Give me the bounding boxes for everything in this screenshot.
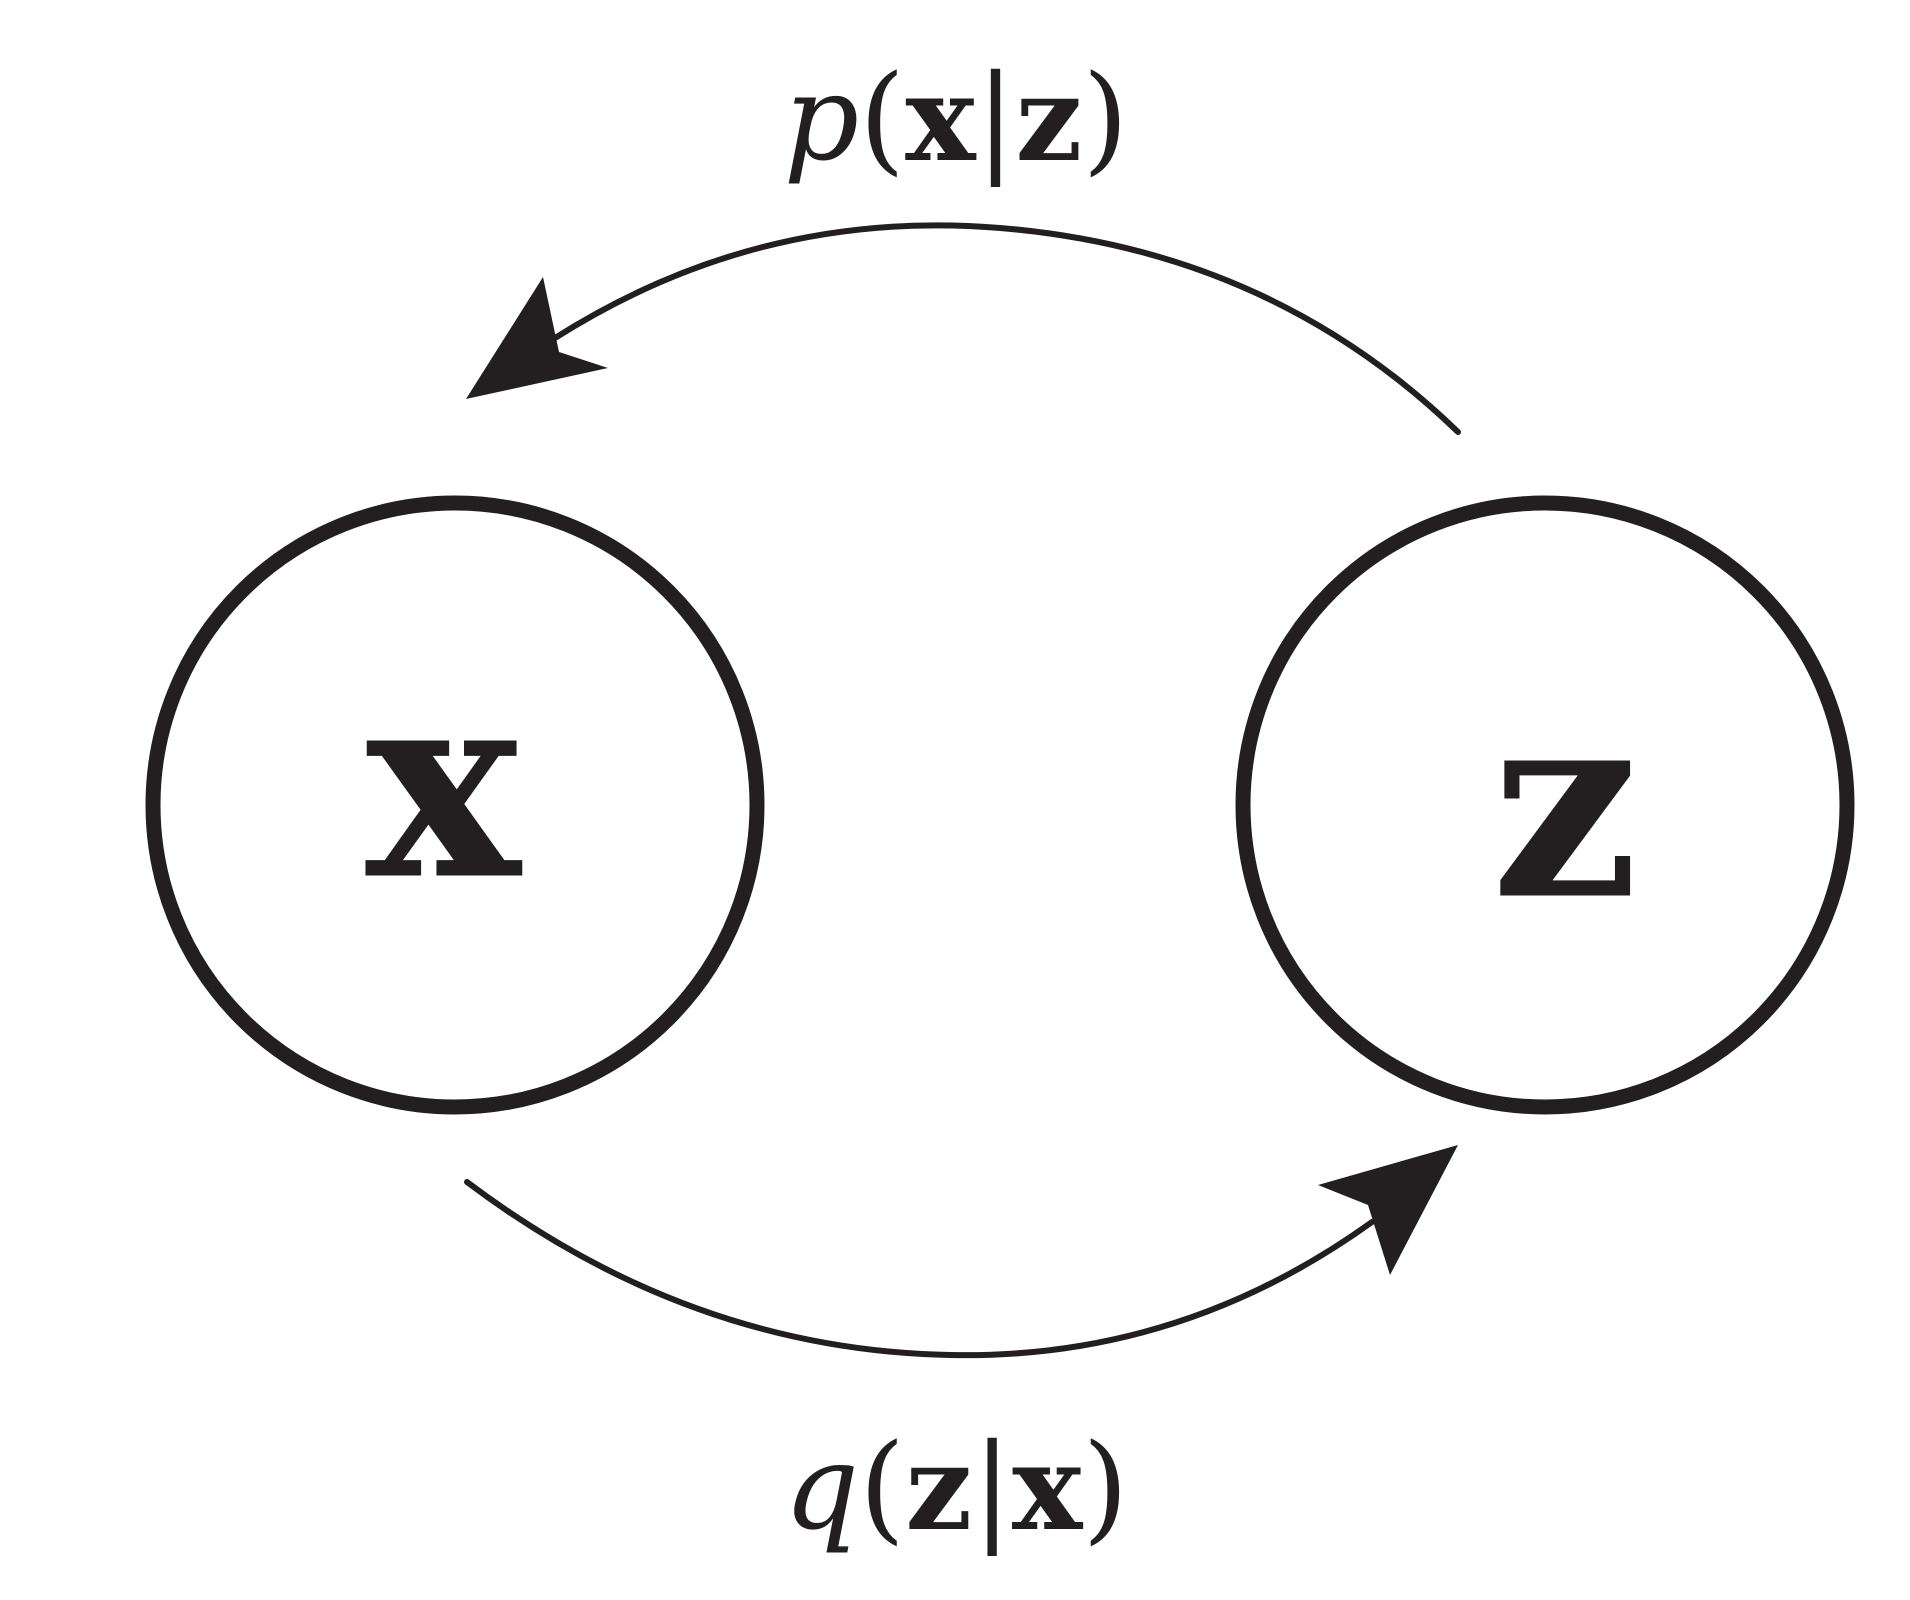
node-x[interactable]: x	[145, 495, 765, 1115]
edge-q-z-given-x: q(z|x)	[464, 1145, 1458, 1557]
node-z-circle	[1235, 495, 1855, 1115]
edge-p-arrowhead	[466, 277, 608, 399]
node-x-circle	[145, 495, 765, 1115]
edge-q-target: z	[905, 1418, 972, 1557]
edge-q-arrowhead	[1318, 1145, 1458, 1275]
node-x-label: x	[365, 633, 523, 938]
node-z[interactable]: z	[1235, 495, 1855, 1115]
edge-q-given: x	[1012, 1418, 1084, 1557]
edge-p-arc	[552, 222, 1461, 435]
node-z-label: z	[1491, 653, 1639, 958]
edge-q-fn: q	[784, 1418, 860, 1556]
edge-p-x-given-z: p(x|z)	[466, 49, 1461, 435]
edge-p-label: p(x|z)	[784, 49, 1129, 188]
edge-p-fn: p	[784, 49, 860, 187]
edge-q-arc	[464, 1179, 1375, 1359]
edge-q-label: q(z|x)	[784, 1418, 1129, 1557]
edge-p-given: z	[1015, 49, 1082, 188]
edge-p-target: x	[905, 49, 977, 188]
